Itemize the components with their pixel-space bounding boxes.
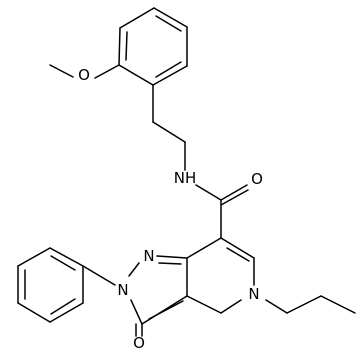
bond xyxy=(220,299,242,314)
bond xyxy=(186,237,222,259)
bond xyxy=(17,247,51,267)
pyridine-nitrogen-label: N xyxy=(248,285,259,303)
bond xyxy=(119,7,155,29)
bond xyxy=(17,302,51,323)
bond xyxy=(49,64,74,78)
bond xyxy=(158,262,182,265)
bond xyxy=(49,247,84,267)
amide-oxygen-label: O xyxy=(251,170,263,188)
bond xyxy=(148,300,184,320)
bond xyxy=(118,27,121,66)
bond xyxy=(226,247,250,262)
bond xyxy=(155,61,182,78)
bond xyxy=(49,302,84,323)
bond xyxy=(130,299,143,325)
bond xyxy=(118,64,154,86)
bond xyxy=(50,298,76,315)
bond xyxy=(220,184,248,201)
bond xyxy=(265,299,288,314)
bond xyxy=(155,15,182,32)
bond xyxy=(152,65,188,86)
bond-lines xyxy=(17,7,356,337)
bond xyxy=(220,237,255,259)
bond xyxy=(220,189,249,206)
bond xyxy=(153,7,188,28)
pyrazole-nitrogen-label: N xyxy=(143,247,154,265)
bond xyxy=(320,295,356,314)
bond xyxy=(156,255,188,259)
ketone-oxygen-label: O xyxy=(133,334,145,352)
bond xyxy=(94,64,120,79)
amide-nh-label: NH xyxy=(174,169,197,187)
bond xyxy=(186,295,222,314)
atom-labels: O NH O N N N O xyxy=(78,66,263,352)
bond xyxy=(50,255,76,271)
bond xyxy=(152,121,186,143)
bond xyxy=(128,262,140,277)
pyrazole-nitrogen-phenyl-label: N xyxy=(117,281,128,299)
bond xyxy=(125,31,128,61)
methoxy-oxygen-label: O xyxy=(78,66,90,84)
bond xyxy=(286,295,322,314)
bond xyxy=(195,184,222,201)
bond xyxy=(82,265,116,286)
